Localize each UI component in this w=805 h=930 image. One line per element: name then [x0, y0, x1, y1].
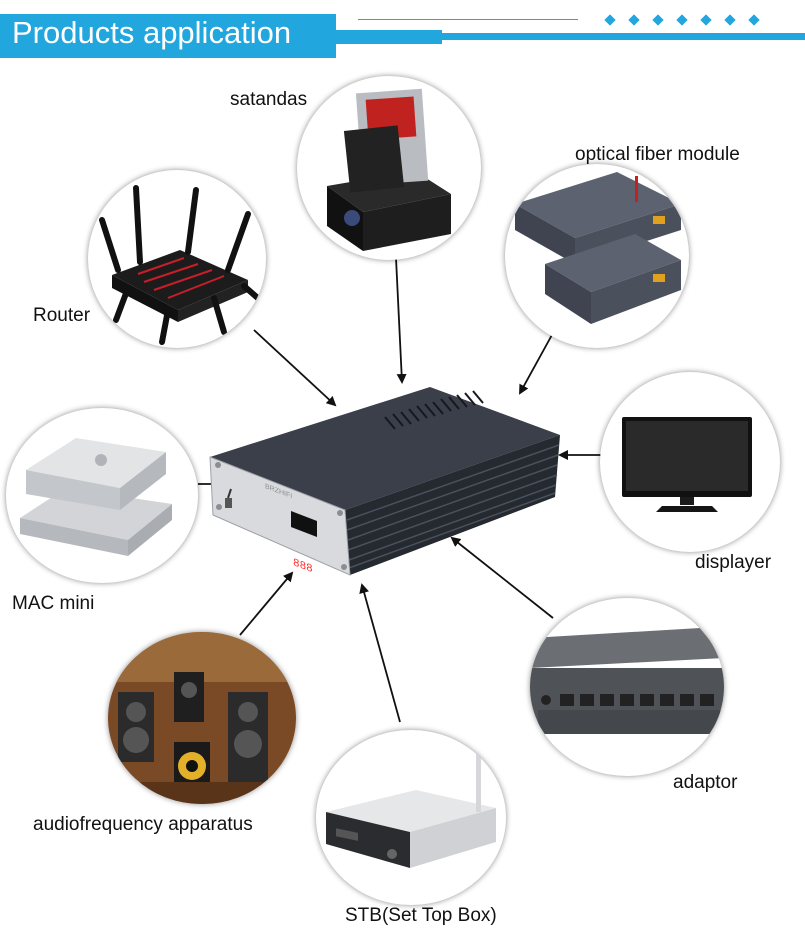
speakers-image [108, 632, 296, 804]
label-optical: optical fiber module [575, 144, 740, 165]
header-banner [0, 14, 336, 58]
mac-mini-image [6, 408, 198, 583]
arrow-stb [359, 583, 401, 723]
mac-mini-icon [20, 438, 172, 556]
label-displayer: displayer [695, 552, 772, 573]
header-banner-tail [330, 30, 442, 44]
label-mac: MAC mini [12, 593, 95, 614]
page-title: Products application [12, 15, 292, 50]
label-stb: STB(Set Top Box) [345, 905, 497, 926]
network-switch-image [530, 598, 724, 776]
header-bar [442, 33, 805, 40]
arrow-audio [239, 571, 294, 636]
header-rule [358, 19, 578, 20]
arrow-router [253, 329, 337, 407]
device-display: 888 [293, 557, 313, 576]
arrow-adaptor [450, 536, 554, 619]
label-audio: audiofrequency apparatus [33, 814, 253, 835]
optical-fiber-module-image [505, 164, 689, 348]
speakers-icon [108, 632, 296, 804]
router-icon [99, 185, 263, 345]
set-top-box-icon [326, 742, 496, 868]
set-top-box-image [316, 730, 506, 905]
monitor-image [600, 372, 780, 552]
monitor-icon [622, 417, 752, 512]
router-image [88, 170, 266, 348]
power-supply-icon: 888 BRZHIFI [209, 387, 560, 576]
arrow-satandas [395, 257, 407, 384]
arrow-optical [519, 332, 554, 395]
network-switch-icon [530, 628, 724, 734]
label-adaptor: adaptor [673, 772, 738, 793]
label-router: Router [33, 305, 91, 326]
optical-fiber-module-icon [515, 172, 681, 324]
hdd-dock-icon [327, 88, 451, 251]
satandas-image [297, 76, 481, 260]
label-satandas: satandas [230, 89, 308, 110]
